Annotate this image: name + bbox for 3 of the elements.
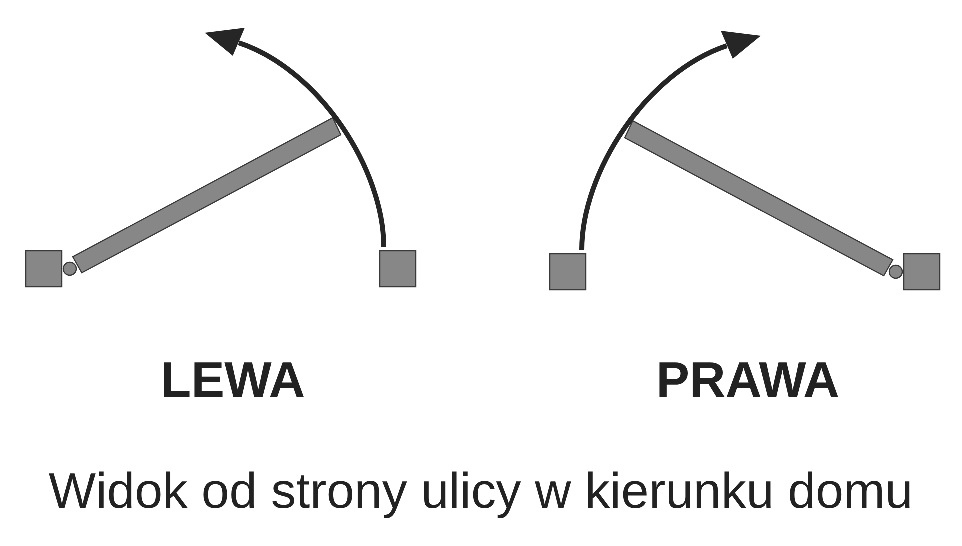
caption: Widok od strony ulicy w kierunku domu [48,466,914,516]
side-label: PRAWA [656,355,840,405]
side-label: LEWA [160,355,306,405]
